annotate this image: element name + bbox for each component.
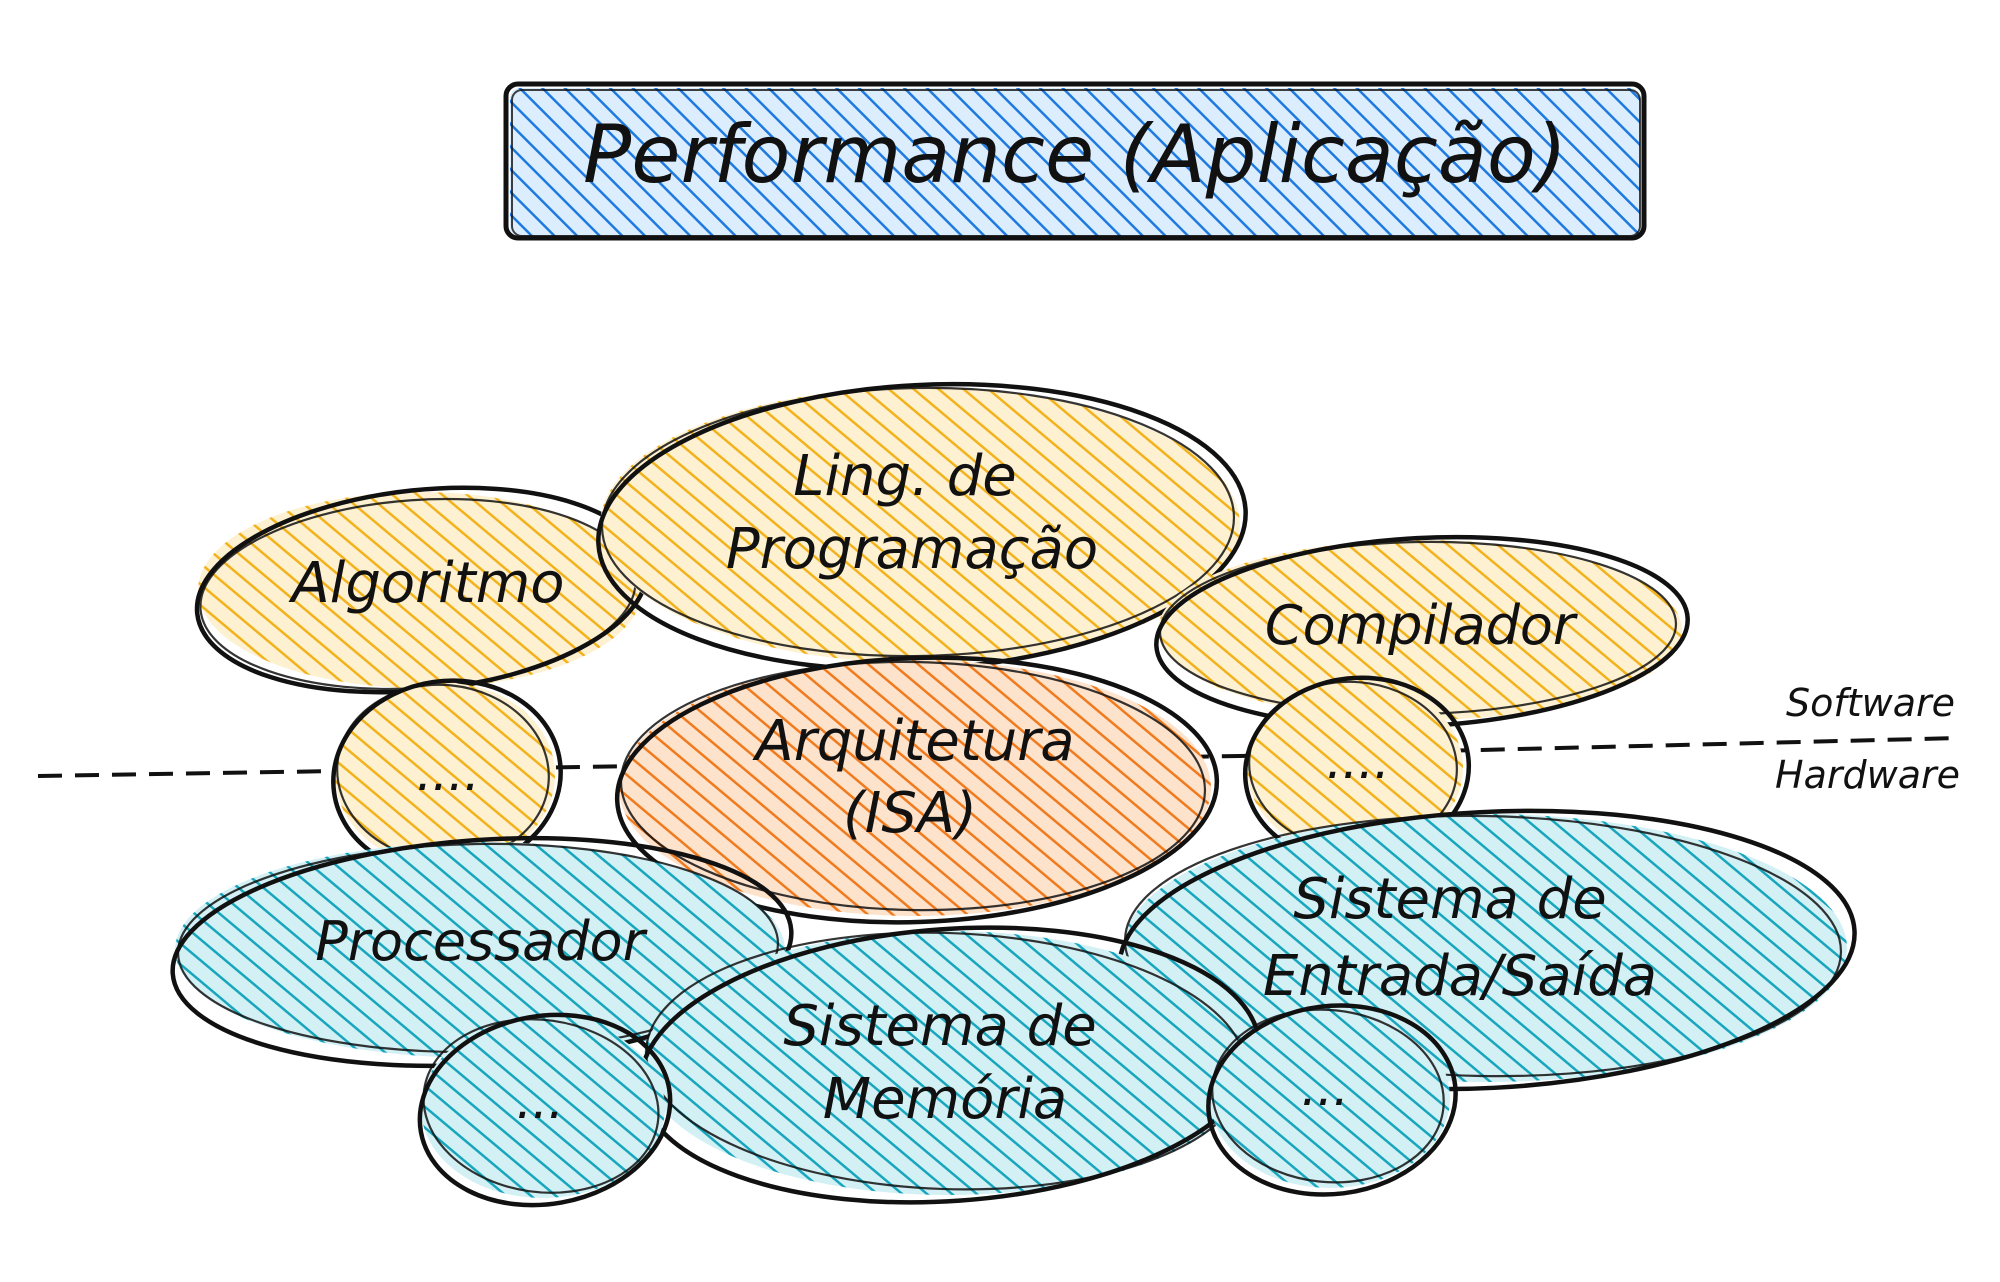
bubble-arquitetura-label-line-2: (ISA) bbox=[843, 781, 977, 846]
bubble-entrada-saida-more: ... bbox=[1206, 1003, 1458, 1197]
bubble-linguagem-label-line-2: Programação bbox=[726, 517, 1098, 582]
bubble-compilador-more-fill bbox=[1247, 680, 1463, 856]
bubble-arquitetura-outline-sketch bbox=[619, 660, 1207, 912]
bubble-entrada-saida-label-line-2: Entrada/Saída bbox=[1263, 944, 1657, 1009]
bubble-processador-more-label-line-1: ... bbox=[516, 1072, 564, 1130]
bubble-processador-more-outline bbox=[417, 1012, 673, 1208]
software-label: Software bbox=[1786, 681, 1955, 725]
bubble-entrada-saida-more-label-line-1: ... bbox=[1301, 1059, 1349, 1117]
bubble-algoritmo-label-line-1: Algoritmo bbox=[288, 551, 564, 616]
bubble-arquitetura-label-line-1: Arquitetura bbox=[752, 709, 1074, 774]
bubble-arquitetura: Arquitetura (ISA) bbox=[614, 655, 1220, 925]
bubble-processador-label-line-1: Processador bbox=[315, 910, 647, 973]
bubble-entrada-saida-outline-sketch bbox=[1123, 814, 1843, 1078]
bubble-compilador: Compilador bbox=[1154, 534, 1690, 730]
bubble-software-more-label-line-1: .... bbox=[416, 744, 480, 802]
bubble-compilador-fill bbox=[1158, 540, 1682, 720]
bubble-processador-more-outline-sketch bbox=[422, 1018, 660, 1194]
bubble-entrada-saida-more-outline bbox=[1206, 1003, 1458, 1197]
divider-line bbox=[37, 736, 1961, 778]
bubble-entrada-saida-more-fill bbox=[1210, 1008, 1450, 1188]
bubble-entrada-saida-more-outline-sketch bbox=[1211, 1008, 1445, 1184]
software-hardware-divider: Software Hardware bbox=[37, 681, 1961, 797]
bubble-compilador-label-line-1: Compilador bbox=[1265, 594, 1578, 657]
diagram-title: Performance (Aplicação) bbox=[583, 108, 1567, 201]
title-box: Performance (Aplicação) bbox=[503, 81, 1647, 241]
bubble-linguagem-label-line-1: Ling. de bbox=[793, 444, 1016, 509]
bubble-processador-more: ... bbox=[417, 1012, 673, 1208]
bubble-processador-more-fill bbox=[421, 1018, 665, 1198]
bubble-memoria-label-line-1: Sistema de bbox=[783, 994, 1096, 1059]
bubble-processador: Processador bbox=[170, 835, 794, 1069]
bubble-software-more-fill bbox=[335, 683, 555, 867]
bubble-arquitetura-outline bbox=[614, 655, 1220, 925]
bubble-linguagem-fill bbox=[600, 387, 1240, 663]
bubble-algoritmo: Algoritmo bbox=[194, 485, 650, 695]
bubble-linguagem: Ling. de Programação bbox=[596, 381, 1248, 673]
bubble-memoria-fill bbox=[643, 931, 1253, 1195]
bubble-entrada-saida-label-line-1: Sistema de bbox=[1293, 867, 1606, 932]
bubble-algoritmo-fill bbox=[198, 492, 642, 688]
bubble-memoria-label-line-2: Memória bbox=[823, 1067, 1067, 1132]
bubble-processador-fill bbox=[175, 842, 785, 1058]
bubble-memoria: Sistema de Memória bbox=[638, 925, 1262, 1205]
bubble-compilador-more-label-line-1: .... bbox=[1326, 732, 1390, 790]
bubble-arquitetura-fill bbox=[619, 660, 1211, 916]
hardware-label: Hardware bbox=[1775, 753, 1960, 797]
bubble-software-more: .... bbox=[331, 678, 563, 876]
